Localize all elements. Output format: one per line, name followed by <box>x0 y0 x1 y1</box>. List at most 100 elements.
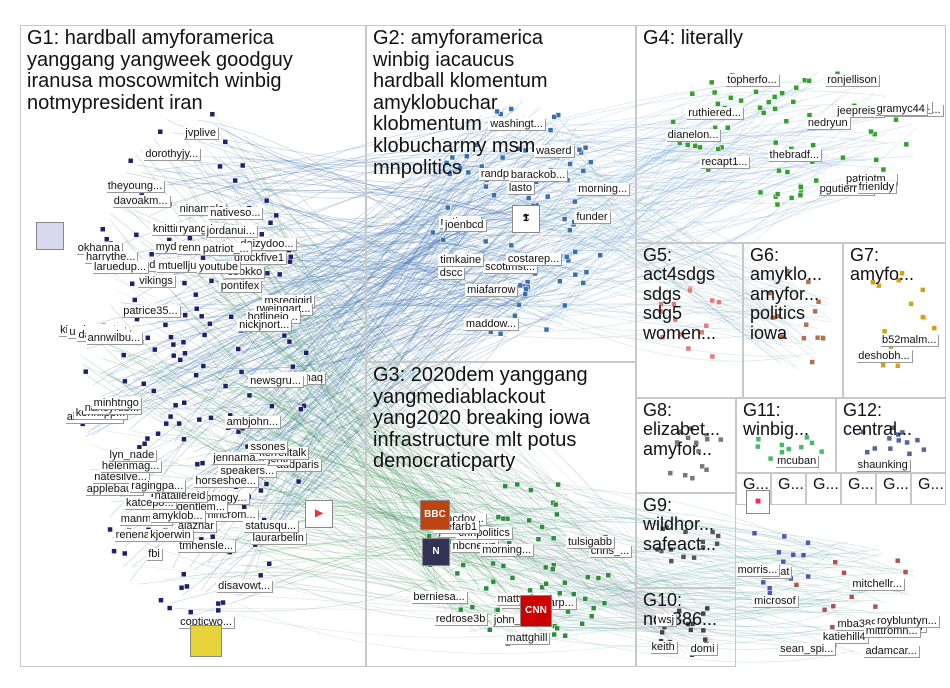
node-label[interactable]: frienldy <box>857 181 896 193</box>
node-label[interactable]: funder <box>574 211 609 223</box>
group-box-g18: G... <box>911 473 946 505</box>
node-label[interactable]: dorothyjy... <box>143 148 200 160</box>
node-label[interactable]: gramyc44 <box>875 103 927 115</box>
node-label[interactable]: ambjohn... <box>225 416 280 428</box>
node-label[interactable]: disavowt... <box>216 580 272 592</box>
node-label[interactable]: timkaine <box>438 254 483 266</box>
node-label[interactable]: sean_spi... <box>778 643 835 655</box>
node-label[interactable]: roybluntyn... <box>875 615 939 627</box>
node-label[interactable]: ssones <box>248 441 287 453</box>
node-label[interactable]: dscc <box>438 267 465 279</box>
group-title: G... <box>848 476 874 493</box>
node-label[interactable]: horseshoe... <box>193 475 258 487</box>
node-label[interactable]: morning... <box>576 183 629 195</box>
node-label[interactable]: topherfo... <box>725 74 779 86</box>
group-box-g1: G1: hardball amyforamerica yanggang yang… <box>20 25 366 667</box>
node-label[interactable]: mitchellr... <box>850 578 904 590</box>
node-label[interactable]: statusqu... <box>243 520 298 532</box>
node-label[interactable]: davoakm... <box>112 195 170 207</box>
group-box-g8: G8: elizabet... amyfor... <box>636 398 736 493</box>
group-title: G1: hardball amyforamerica yanggang yang… <box>27 28 293 114</box>
node-label[interactable]: amyklob... <box>150 510 204 522</box>
fbi-seal-icon <box>36 222 64 250</box>
node-label[interactable]: deshobh... <box>856 350 911 362</box>
group-box-g6: G6: amyklo... amyfor... politics iowa <box>743 243 843 398</box>
node-label[interactable]: nativeso... <box>208 207 262 219</box>
node-label[interactable]: waserd <box>534 145 573 157</box>
node-label[interactable]: jvplive <box>183 127 218 139</box>
node-label[interactable]: lasto <box>507 182 534 194</box>
node-label[interactable]: berniesa... <box>411 591 466 603</box>
node-label[interactable]: morning... <box>480 544 533 556</box>
node-label[interactable]: dianelon... <box>666 129 721 141</box>
node-label[interactable]: thebradf... <box>768 149 822 161</box>
node-label[interactable]: tmhensle... <box>177 540 235 552</box>
node-label[interactable]: tulsigabb <box>566 536 614 548</box>
node-label[interactable]: ronjellison <box>825 74 879 86</box>
group-title: G... <box>778 476 804 493</box>
node-label[interactable]: annwilbu... <box>86 332 143 344</box>
node-label[interactable]: ragingpa... <box>129 480 185 492</box>
node-label[interactable]: mcuban <box>775 455 818 467</box>
group-title: G... <box>883 476 909 493</box>
node-label[interactable]: minhtngo <box>92 397 141 409</box>
group-title: G... <box>813 476 839 493</box>
group-title: G11: winbig... <box>743 401 809 440</box>
node-label[interactable]: redrose3b <box>434 613 488 625</box>
bbcnews-icon: BBC <box>420 500 450 530</box>
node-label[interactable]: patrice35... <box>121 305 179 317</box>
group-box-g15: G... <box>806 473 841 505</box>
node-label[interactable]: laruedup... <box>92 261 148 273</box>
node-label[interactable]: nedryun <box>806 117 850 129</box>
youtube-icon: ▶ <box>305 500 333 528</box>
note-icon <box>190 625 222 657</box>
node-label[interactable]: pontifex <box>219 280 262 292</box>
group-title: G12: central... <box>843 401 912 440</box>
group-box-g17: G... <box>876 473 911 505</box>
node-label[interactable]: laurarbelin <box>251 532 306 544</box>
node-label[interactable]: mattghill <box>504 632 549 644</box>
node-label[interactable]: helenmag... <box>100 460 161 472</box>
node-label[interactable]: youtube <box>197 261 240 273</box>
group-title: G6: amyklo... amyfor... politics iowa <box>750 246 822 343</box>
node-label[interactable]: fbi <box>146 548 162 560</box>
node-label[interactable]: shaunking <box>856 459 910 471</box>
nbc-icon: N <box>422 538 450 566</box>
node-label[interactable]: vikings <box>137 275 175 287</box>
group-title: G7: amyfo... <box>850 246 914 285</box>
group-title: G8: elizabet... amyfor... <box>643 401 720 459</box>
node-label[interactable]: barackob... <box>509 169 567 181</box>
group-box-g9: G9: wildhor... safeact... <box>636 493 736 588</box>
node-label[interactable]: domi <box>689 643 717 655</box>
node-label[interactable]: kjoerwin <box>148 529 192 541</box>
group-title: G3: 2020dem yanggang yangmediablackout y… <box>373 365 590 473</box>
group-title: G9: wildhor... safeact... <box>643 496 716 554</box>
node-label[interactable]: recapt1... <box>700 156 750 168</box>
group-box-g16: G... <box>841 473 876 505</box>
node-label[interactable]: morris... <box>736 564 780 576</box>
node-label[interactable]: katiehill4 <box>821 631 868 643</box>
node-label[interactable]: ruthiered... <box>686 107 743 119</box>
group-box-g14: G... <box>771 473 806 505</box>
node-label[interactable]: washingt... <box>488 118 545 130</box>
nytimes-icon: 𝕿 <box>512 205 540 233</box>
node-label[interactable]: joenbcd <box>443 219 486 231</box>
node-label[interactable]: patriot_... <box>201 243 251 255</box>
node-label[interactable]: wsj <box>656 614 676 626</box>
node-label[interactable]: theyoung... <box>106 180 164 192</box>
node-label[interactable]: b52malm... <box>880 334 938 346</box>
group-box-g10: G10: nos386... <box>636 588 736 667</box>
node-label[interactable]: costarep... <box>506 253 561 265</box>
group-title: G10: nos386... <box>643 591 717 630</box>
node-label[interactable]: microsof <box>752 595 798 607</box>
node-label[interactable]: adamcar... <box>863 645 918 657</box>
node-label[interactable]: jordanui... <box>205 225 257 237</box>
node-label[interactable]: miafarrow <box>465 284 517 296</box>
node-label[interactable]: keith <box>650 641 677 653</box>
node-label[interactable]: lyn_nade <box>108 449 157 461</box>
node-label[interactable]: newsgru... <box>248 375 303 387</box>
group-title: G... <box>918 476 944 493</box>
node-label[interactable]: nickjnort... <box>237 319 291 331</box>
node-label[interactable]: maddow... <box>464 318 518 330</box>
